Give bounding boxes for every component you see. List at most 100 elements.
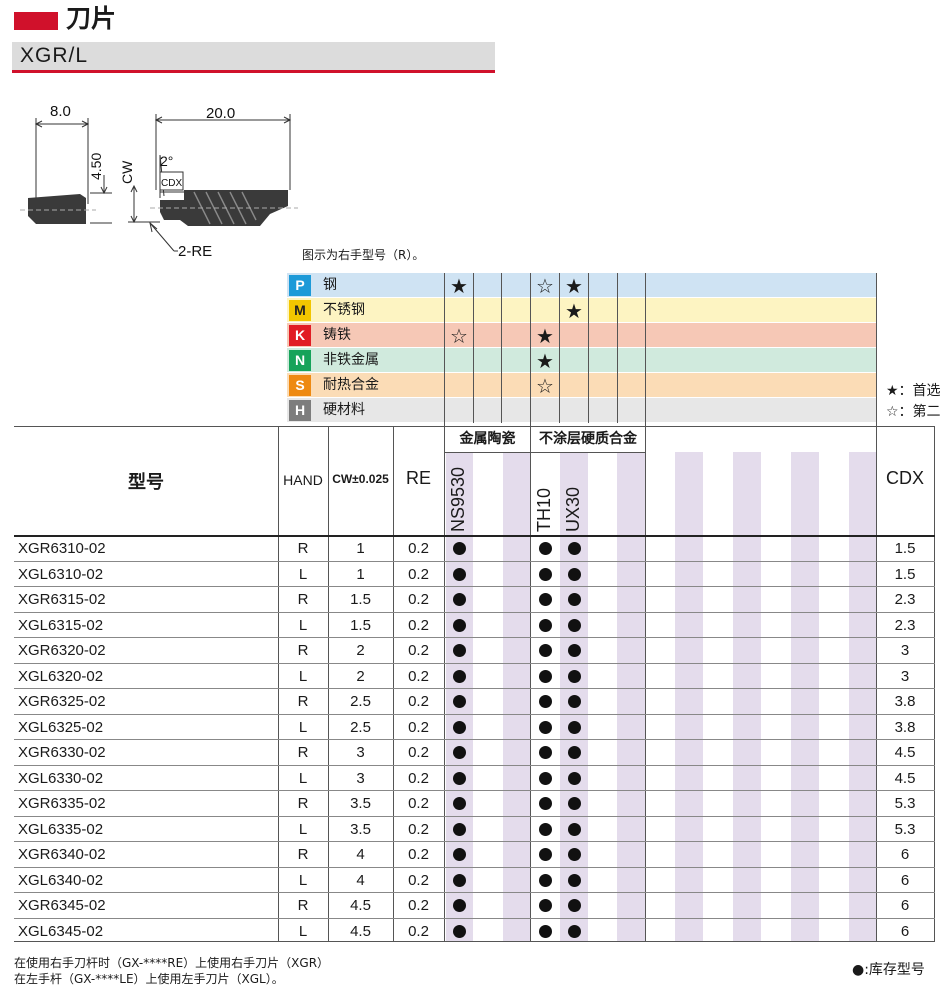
stock-dot-icon (539, 848, 552, 861)
cdx-cell: 3 (900, 667, 910, 685)
cdx-cell: 5.3 (894, 820, 916, 838)
cdx-cell: 2.3 (894, 616, 916, 634)
row-divider (14, 586, 935, 587)
page-title: 刀片 (66, 4, 117, 33)
model-cell: XGR6330-02 (18, 744, 106, 761)
stock-dot-icon (539, 695, 552, 708)
grid-line (14, 426, 935, 427)
cdx-cell: 4.5 (894, 744, 916, 761)
grid-line (14, 941, 935, 942)
grid-line (473, 273, 474, 423)
stock-dot-icon (568, 848, 581, 861)
re-cell: 0.2 (408, 540, 429, 557)
stock-dot-icon (453, 618, 466, 632)
hand-cell: L (298, 820, 308, 838)
hand-cell: R (297, 540, 309, 557)
model-cell: XGR6310-02 (18, 540, 106, 557)
stock-dot-icon (568, 618, 581, 632)
stock-dot-icon (539, 771, 552, 785)
grade-stripe (503, 452, 530, 942)
re-cell: 0.2 (408, 922, 429, 940)
re-cell: 0.2 (408, 769, 429, 787)
cw-cell: 1 (356, 565, 365, 583)
material-row-m: M 不锈钢 (287, 298, 877, 323)
stock-dot-icon (568, 720, 581, 734)
model-cell: XGL6330-02 (18, 769, 104, 787)
stock-dot-icon (568, 822, 581, 836)
cw-cell: 1.5 (350, 616, 371, 634)
row-divider (14, 764, 935, 766)
stock-dot-icon (453, 593, 466, 606)
second-star-icon: ☆ (536, 274, 554, 298)
model-cell: XGR6325-02 (18, 693, 106, 710)
grade-stripe (849, 452, 876, 942)
material-code-k: K (289, 325, 311, 346)
preferred-star-icon: ★ (536, 324, 554, 348)
footnote-right-hand: 在使用右手刀杆时（GX-****RE）上使用右手刀片（XGR） (14, 956, 330, 970)
group-label-cermet: 金属陶瓷 (459, 431, 516, 447)
material-name-h: 硬材料 (323, 402, 365, 418)
grade-header-ns9530: NS9530 (448, 466, 468, 532)
stock-dot-icon (539, 797, 552, 810)
stock-dot-icon (539, 822, 552, 836)
cdx-cell: 1.5 (894, 565, 916, 583)
cw-cell: 2.5 (350, 718, 371, 736)
stock-dot-icon (568, 771, 581, 785)
stock-dot-icon (539, 899, 552, 912)
hand-cell: L (298, 871, 308, 889)
row-divider (14, 560, 935, 562)
re-cell: 0.2 (408, 820, 429, 838)
grade-stripe (617, 452, 645, 942)
row-divider (14, 892, 935, 893)
material-name-m: 不锈钢 (323, 302, 365, 318)
re-cell: 0.2 (408, 667, 429, 685)
stock-dot-icon (453, 797, 466, 810)
grid-line (444, 273, 445, 942)
row-divider (14, 637, 935, 638)
row-divider (14, 611, 935, 613)
cdx-cell: 3.8 (894, 693, 916, 710)
material-row-h: H 硬材料 (287, 398, 877, 423)
stock-dot-icon (539, 669, 552, 683)
hand-cell: L (298, 922, 308, 940)
stock-dot-icon (453, 924, 466, 938)
model-cell: XGL6310-02 (18, 565, 104, 583)
cdx-label: CDX (161, 178, 182, 189)
stock-dot-icon (568, 924, 581, 938)
grid-line (393, 426, 394, 942)
cw-cell: 3.5 (350, 795, 371, 812)
stock-dot-icon (453, 720, 466, 734)
material-code-m: M (289, 300, 311, 321)
stock-dot-icon (453, 644, 466, 657)
preferred-star-icon: ★ (536, 349, 554, 373)
re-cell: 0.2 (408, 718, 429, 736)
hand-cell: L (298, 565, 308, 583)
model-cell: XGR6335-02 (18, 795, 106, 812)
group-label-carbide: 不涂层硬质合金 (539, 431, 637, 447)
column-header-cw: CW±0.025 (332, 472, 389, 486)
material-code-p: P (289, 275, 311, 296)
re-cell: 0.2 (408, 846, 429, 863)
hand-cell: L (298, 769, 308, 787)
stock-legend: ●:库存型号 (852, 962, 925, 978)
material-row-s: S 耐热合金 (287, 373, 877, 398)
hand-cell: R (297, 897, 309, 914)
second-star-icon: ☆ (450, 324, 468, 348)
material-name-n: 非铁金属 (323, 352, 379, 368)
model-cell: XGL6335-02 (18, 820, 104, 838)
dim-length-label: 20.0 (206, 105, 235, 122)
subtitle-bar: XGR/L (12, 42, 495, 70)
stock-dot-icon (453, 771, 466, 785)
grid-line (328, 426, 329, 942)
cdx-cell: 6 (900, 871, 910, 889)
grid-line (278, 426, 279, 942)
cdx-cell: 3.8 (894, 718, 916, 736)
re-cell: 0.2 (408, 897, 429, 914)
re-cell: 0.2 (408, 744, 429, 761)
stock-dot-icon (453, 542, 466, 555)
grid-line (444, 452, 646, 453)
material-row-p: P 钢 (287, 273, 877, 298)
model-cell: XGR6340-02 (18, 846, 106, 863)
stock-dot-icon (453, 669, 466, 683)
re-cell: 0.2 (408, 642, 429, 659)
